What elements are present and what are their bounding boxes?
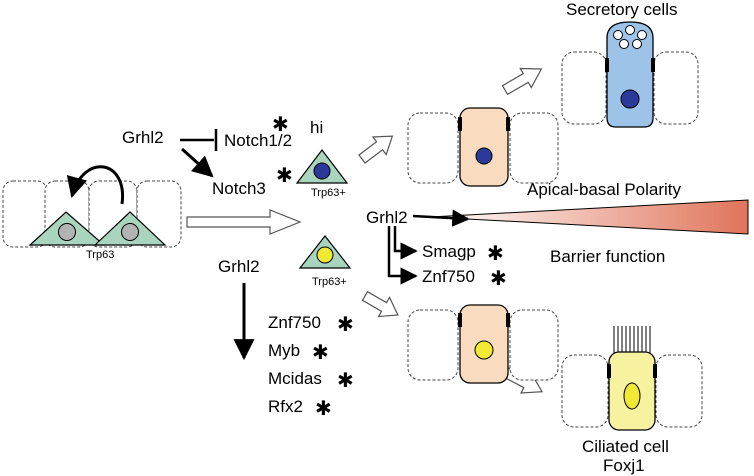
neighbor-cell xyxy=(509,112,559,184)
junction xyxy=(607,364,611,378)
asterisk-myb: ✱ xyxy=(312,342,329,364)
differentiation-arrow xyxy=(501,67,543,96)
self-renewal-arrow xyxy=(66,165,125,205)
neighbor-cell xyxy=(655,354,703,428)
secretory-granule xyxy=(625,25,635,35)
ciliated-cell-group: Ciliated cell Foxj1 xyxy=(561,326,703,475)
neighbor-cell xyxy=(561,354,609,428)
secretory-granule xyxy=(613,30,623,40)
asterisk-rfx2: ✱ xyxy=(315,398,332,420)
cilia xyxy=(613,326,651,355)
yellow-nucleus xyxy=(474,340,494,360)
junction xyxy=(653,364,657,378)
znf750-mid-label: Znf750 xyxy=(422,267,475,286)
polarity-gradient xyxy=(429,199,749,235)
basal-nucleus xyxy=(58,223,76,241)
blue-nucleus xyxy=(620,89,640,109)
basal-nucleus xyxy=(121,223,139,241)
blue-nucleus xyxy=(475,147,493,165)
apical-basal-label: Apical-basal Polarity xyxy=(527,180,682,199)
trp63-plus-label: Trp63+ xyxy=(312,276,347,288)
smagp-label: Smagp xyxy=(422,242,476,261)
activation-arrow xyxy=(412,209,470,227)
neighbor-cell xyxy=(509,309,559,381)
asterisk-mcidas: ✱ xyxy=(337,370,354,392)
secretory-granule xyxy=(637,30,647,40)
asterisk-znf750-mid: ✱ xyxy=(490,268,507,290)
grhl2-label: Grhl2 xyxy=(122,128,164,147)
yellow-nucleus xyxy=(623,382,641,410)
junction xyxy=(605,58,609,72)
junction xyxy=(506,117,510,131)
asterisk-notch3: ✱ xyxy=(276,165,293,187)
differentiation-arrow xyxy=(358,135,394,164)
basal-cell-group: Trp63 xyxy=(2,165,182,261)
notch12-superscript: hi xyxy=(310,118,323,137)
barrier-function-label: Barrier function xyxy=(550,247,665,266)
trp63-plus-label: Trp63+ xyxy=(311,187,346,199)
trp63-label: Trp63 xyxy=(86,249,114,261)
znf750-list-label: Znf750 xyxy=(268,313,321,332)
activation-arrow xyxy=(387,226,418,285)
activation-arrow xyxy=(393,226,418,260)
notch12-label: Notch1/2 xyxy=(224,131,292,150)
secretory-cells-label: Secretory cells xyxy=(566,0,677,19)
differentiation-arrow xyxy=(361,290,399,318)
junction xyxy=(506,313,510,327)
neighbor-cell xyxy=(561,51,607,125)
secretory-granule xyxy=(619,39,629,49)
asterisk-notch12: ✱ xyxy=(272,114,289,136)
intermediate-cell xyxy=(459,107,509,187)
secretory-cell xyxy=(606,21,654,128)
neighbor-cell xyxy=(407,309,459,381)
neighbor-cell xyxy=(407,112,459,184)
intermediate-cell-lower xyxy=(407,304,559,384)
junction xyxy=(458,313,462,327)
grhl2-mid-label: Grhl2 xyxy=(366,208,408,227)
grhl2-lower-label: Grhl2 xyxy=(218,257,260,276)
rfx2-label: Rfx2 xyxy=(268,397,303,416)
ciliated-cell-label: Ciliated cell xyxy=(582,437,669,456)
asterisk-znf750: ✱ xyxy=(337,314,354,336)
junction xyxy=(651,58,655,72)
secretory-cell-group: Secretory cells xyxy=(561,0,699,128)
intermediate-cell-upper xyxy=(407,107,559,187)
differentiation-arrow xyxy=(186,209,302,235)
mcidas-label: Mcidas xyxy=(268,369,322,388)
secretory-granule xyxy=(632,39,642,49)
notch3-label: Notch3 xyxy=(212,179,266,198)
blue-nucleus xyxy=(313,162,331,180)
activation-arrow xyxy=(180,147,214,178)
myb-label: Myb xyxy=(268,341,300,360)
neighbor-cell xyxy=(653,51,699,125)
yellow-nucleus xyxy=(316,246,334,264)
asterisk-smagp: ✱ xyxy=(487,243,504,265)
junction xyxy=(458,117,462,131)
foxj1-label: Foxj1 xyxy=(603,456,645,475)
